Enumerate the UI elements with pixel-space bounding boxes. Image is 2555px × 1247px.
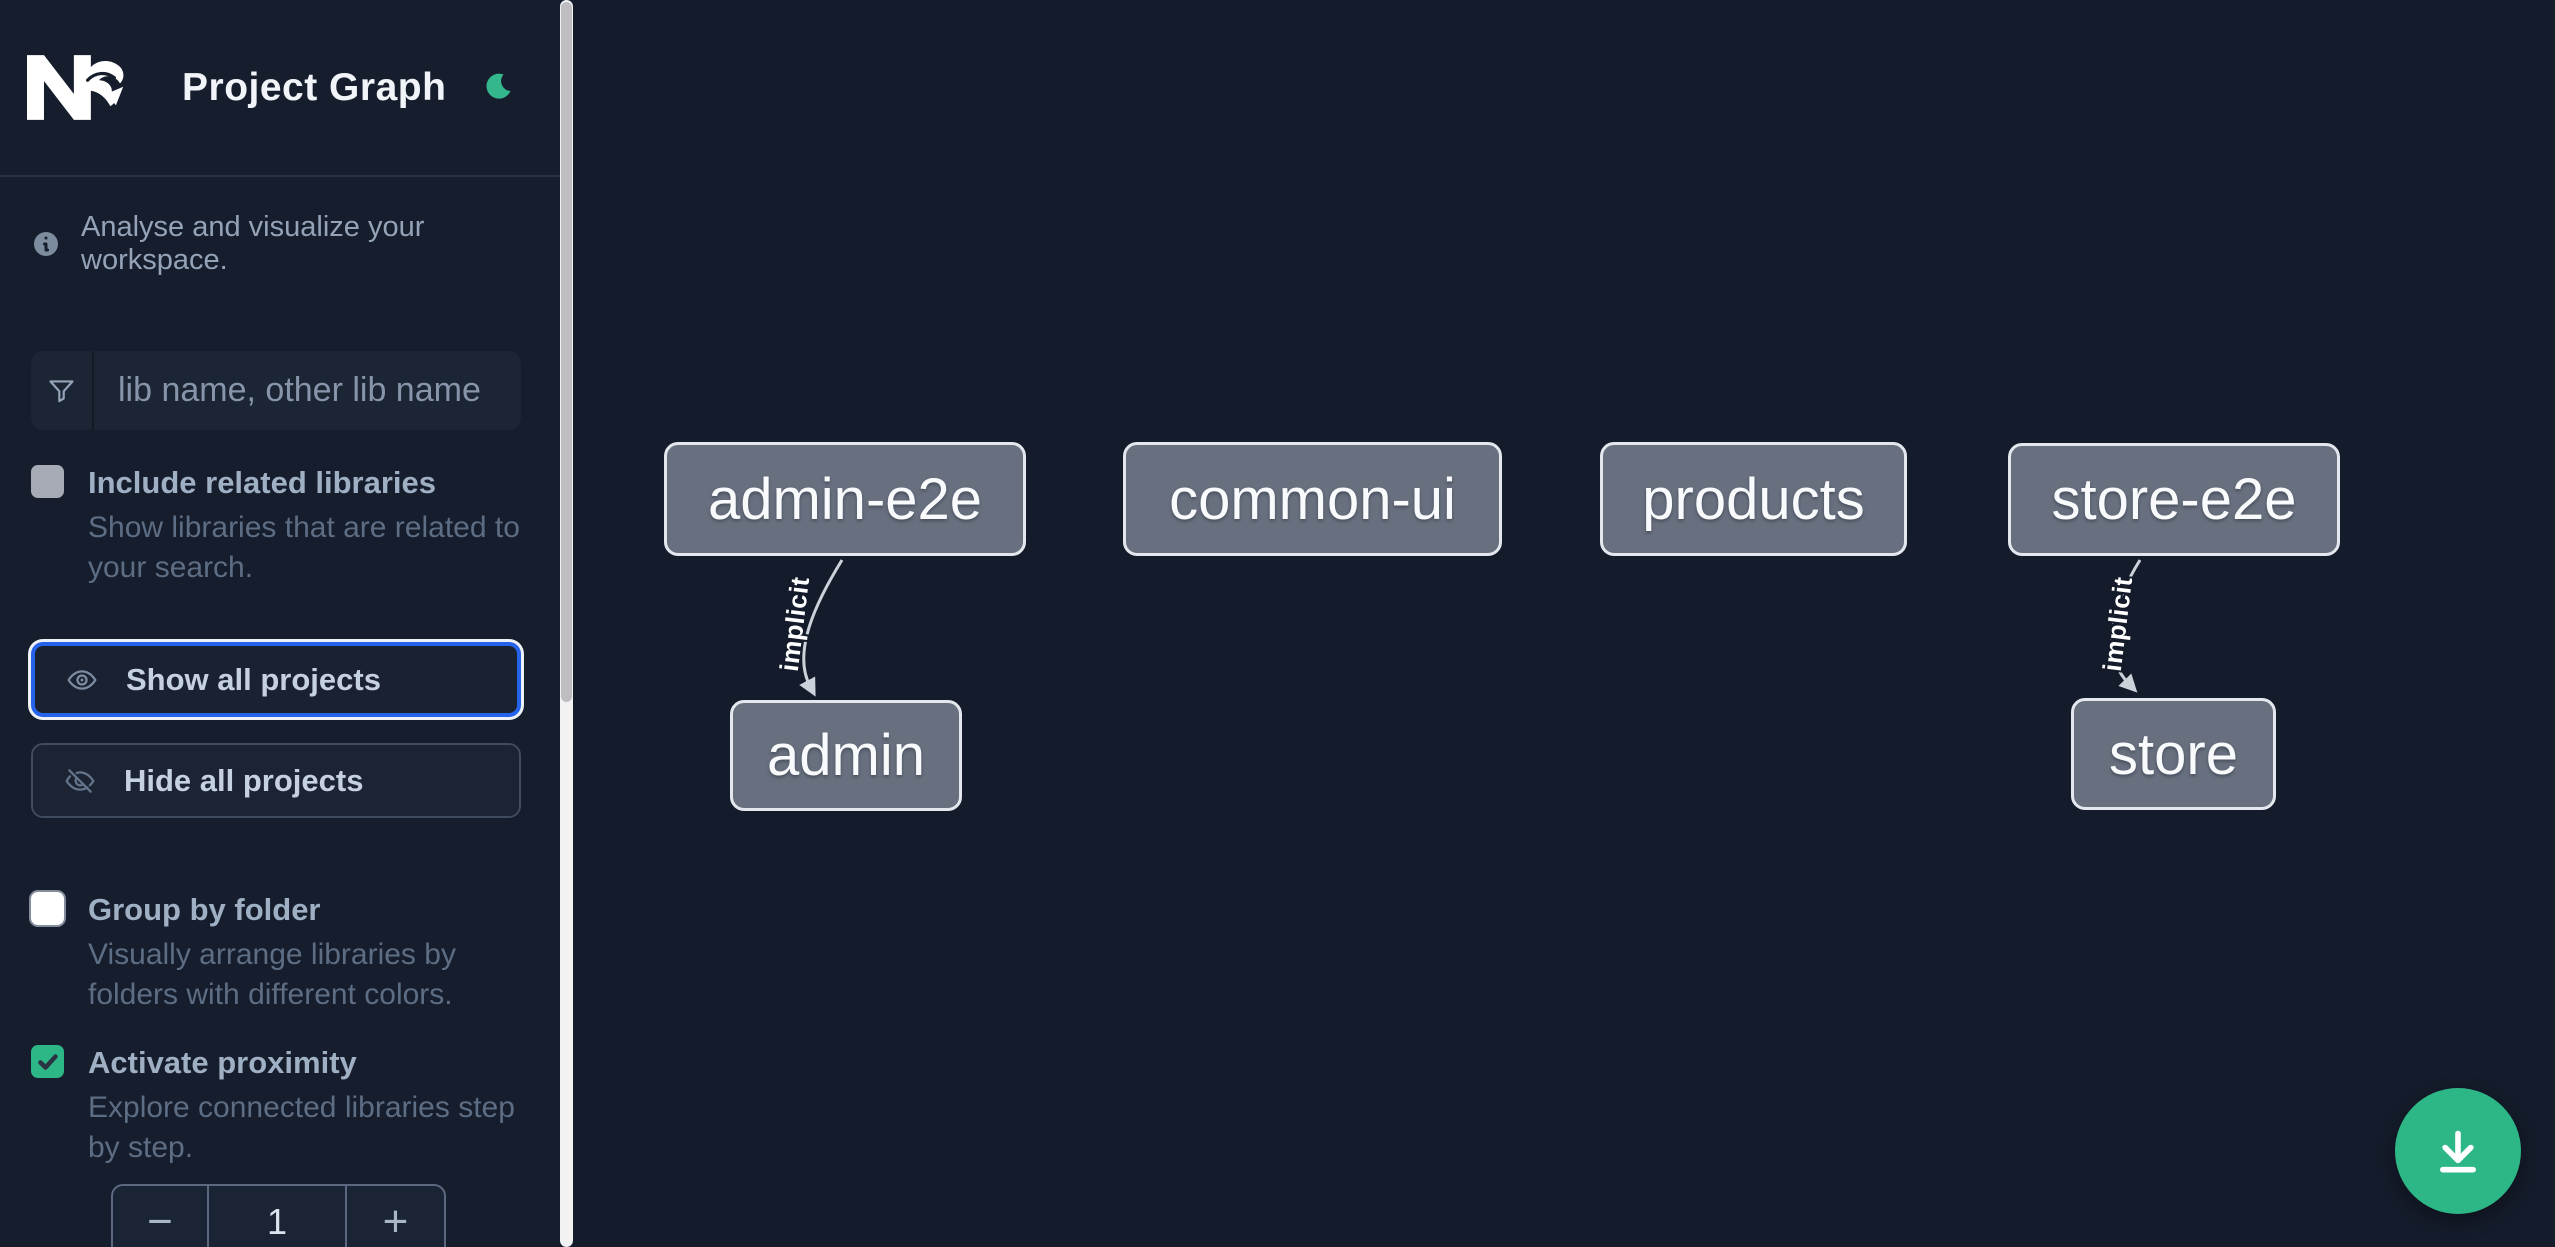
hide-all-projects-label: Hide all projects [124,762,364,798]
search-input[interactable] [94,351,521,430]
stepper-increment-button[interactable]: + [345,1186,444,1247]
workspace-info: Analyse and visualize your workspace. [31,211,546,277]
filter-icon-cell [31,351,94,430]
toggle-include-related: Include related libraries Show libraries… [31,461,533,588]
toggle-label: Include related libraries [88,465,437,500]
eye-off-icon [65,768,95,793]
toggle-label: Activate proximity [88,1045,357,1080]
download-icon [2440,1130,2476,1173]
sidebar-scrollbar-thumb[interactable] [561,2,572,702]
proximity-stepper: − 1 + [111,1184,446,1247]
filter-funnel-icon [49,380,74,403]
page-title: Project Graph [182,65,447,109]
show-all-projects-button[interactable]: Show all projects [31,642,521,717]
checkbox-include-related[interactable] [31,465,64,498]
toggle-group-by-folder: Group by folder Visually arrange librari… [31,888,533,1015]
info-icon [34,232,58,256]
graph-edge-admin-e2e-admin [799,559,844,697]
workspace-info-text: Analyse and visualize your workspace. [81,211,425,276]
eye-icon [67,669,97,690]
filter-search-box [31,351,521,430]
toggle-description: Visually arrange libraries by folders wi… [88,938,456,1011]
graph-node-admin[interactable]: admin [730,700,962,811]
stepper-value: 1 [266,1201,288,1242]
graph-node-common-ui[interactable]: common-ui [1123,442,1502,556]
toggle-label: Group by folder [88,892,321,927]
graph-node-store[interactable]: store [2071,698,2276,810]
toggle-description: Show libraries that are related to your … [88,511,520,584]
graph-node-admin-e2e[interactable]: admin-e2e [664,442,1026,556]
show-all-projects-label: Show all projects [126,661,381,697]
toggle-description: Explore connected libraries step by step… [88,1091,515,1164]
sidebar-header: Project Graph [0,0,573,177]
graph-node-store-e2e[interactable]: store-e2e [2008,443,2340,556]
graph-node-products[interactable]: products [1600,442,1907,556]
checkbox-activate-proximity[interactable] [31,1045,64,1078]
nx-logo-icon [27,55,124,120]
sidebar: Project Graph Analyse and visualize your… [0,0,573,1247]
checkbox-group-by-folder[interactable] [31,892,64,925]
edge-layer [799,559,2142,697]
graph-edge-store-e2e-store [2110,559,2142,693]
download-graph-button[interactable] [2395,1088,2521,1214]
checkmark-icon [37,1053,58,1070]
moon-icon [486,73,511,99]
toggle-activate-proximity: Activate proximity Explore connected lib… [31,1041,533,1168]
stepper-decrement-button[interactable]: − [113,1186,209,1247]
sidebar-scrollbar-track[interactable] [560,0,573,1247]
theme-toggle-button[interactable] [481,71,515,105]
hide-all-projects-button[interactable]: Hide all projects [31,743,521,818]
